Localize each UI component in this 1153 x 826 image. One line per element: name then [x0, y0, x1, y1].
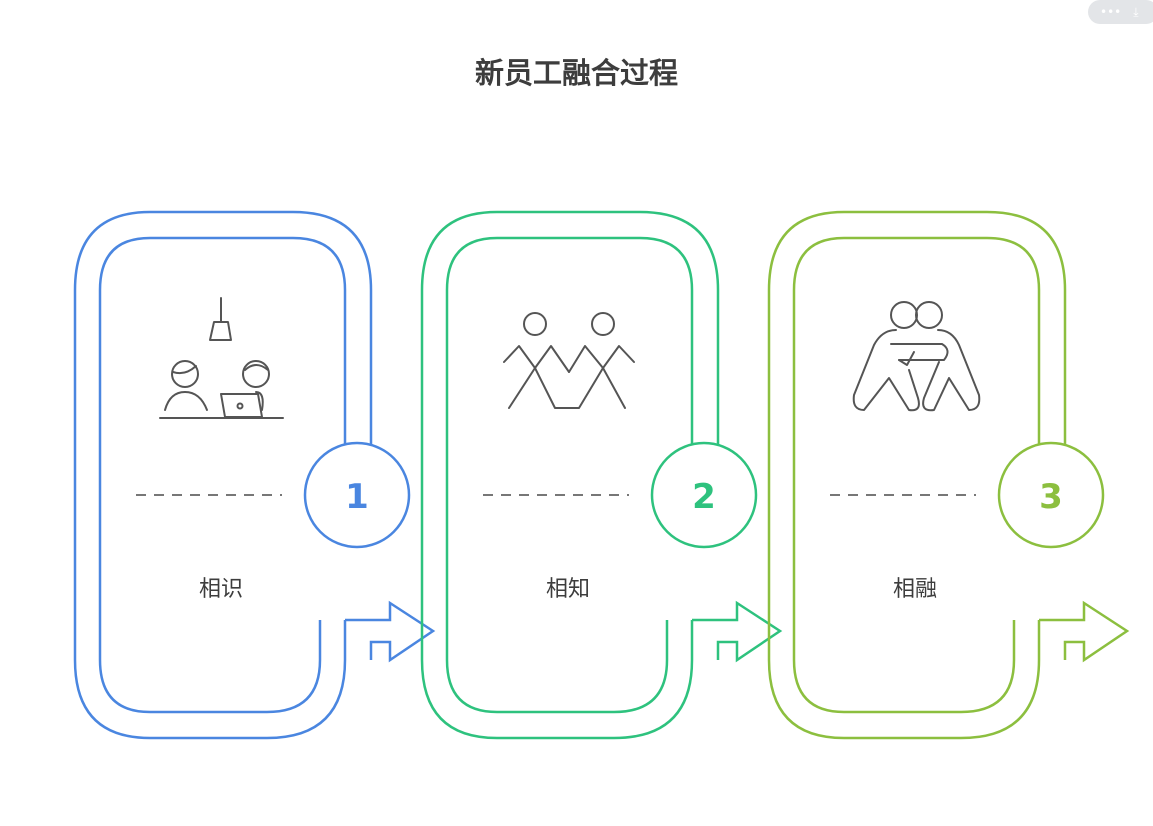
hug-icon: [852, 301, 981, 412]
step-label: 相识: [199, 577, 243, 602]
step-number-badge: [650, 441, 758, 549]
page-title: 新员工融合过程: [474, 56, 678, 90]
step-outer-frame: [767, 210, 1067, 740]
step-3: 3 相融: [767, 210, 1130, 740]
step-number: 3: [1039, 477, 1063, 517]
toolbar: ••• ⤓: [1088, 0, 1153, 24]
more-icon[interactable]: •••: [1100, 5, 1122, 19]
step-label: 相融: [893, 577, 937, 602]
step-number: 2: [692, 477, 716, 517]
step-arrow: [345, 600, 436, 663]
step-label: 相知: [546, 577, 590, 602]
step-number: 1: [345, 477, 369, 517]
step-outer-frame: [420, 210, 720, 740]
step-1: 1 相识: [73, 210, 436, 740]
step-number-badge: [303, 441, 411, 549]
download-icon[interactable]: ⤓: [1133, 5, 1139, 19]
step-arrow: [1039, 600, 1130, 663]
step-inner-frame: [98, 236, 347, 714]
step-number-badge: [997, 441, 1105, 549]
holding-hands-icon: [503, 312, 635, 409]
step-outer-frame: [73, 210, 373, 740]
step-inner-frame: [445, 236, 694, 714]
step-arrow: [692, 600, 783, 663]
step-2: 2 相知: [420, 210, 783, 740]
meeting-icon: [159, 297, 284, 419]
step-inner-frame: [792, 236, 1041, 714]
